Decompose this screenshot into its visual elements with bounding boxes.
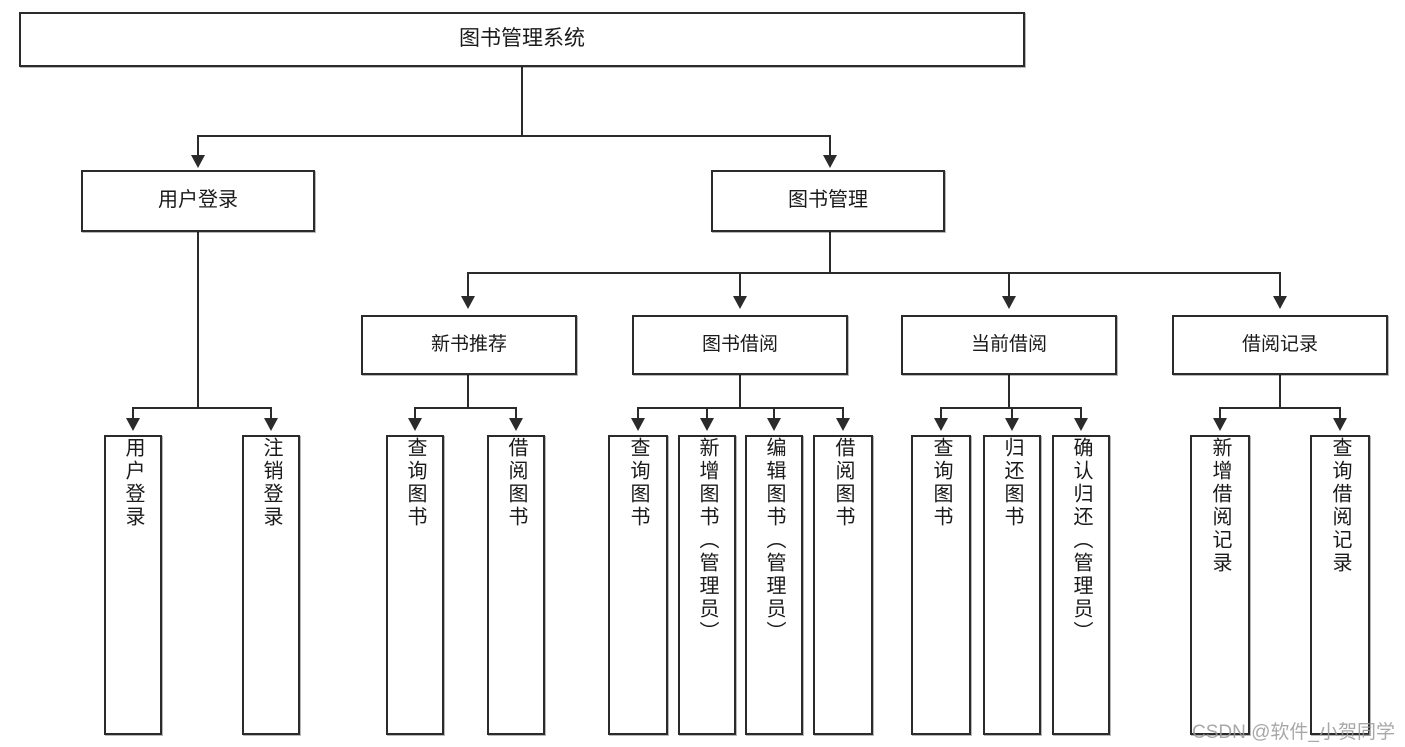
node-label: 查询图书 <box>930 437 952 529</box>
node-label: 图书管理系统 <box>459 27 585 51</box>
connector-newbook-child-2 <box>515 407 517 420</box>
node-label: 确认归还（管理员） <box>1070 437 1092 644</box>
connector-user-login-bus <box>132 407 272 409</box>
arrow-borrowrecord-child-1 <box>1213 418 1227 431</box>
node-label: 查询图书 <box>404 437 426 529</box>
node-label: 借阅记录 <box>1241 333 1318 355</box>
arrow-to-new-book-rec <box>461 296 475 309</box>
arrow-to-book-mgmt <box>823 155 837 168</box>
node-label: 查询借阅记录 <box>1329 437 1351 575</box>
connector-to-book-mgmt <box>829 135 831 157</box>
connector-to-current-borrow <box>1008 272 1010 298</box>
node-label: 归还图书 <box>1001 437 1023 529</box>
arrow-currentborrow-child-3 <box>1074 418 1088 431</box>
arrow-currentborrow-child-2 <box>1005 418 1019 431</box>
arrow-to-user-login <box>191 155 205 168</box>
node-label: 用户登录 <box>122 437 144 529</box>
connector-to-new-book-rec <box>467 272 469 298</box>
connector-bookborrow-stem <box>739 375 741 407</box>
connector-borrowrecord-child-2 <box>1339 407 1341 420</box>
node-label: 新增借阅记录 <box>1209 437 1231 575</box>
leaf-user-login[interactable]: 用户登录 <box>104 435 162 735</box>
node-current-borrow[interactable]: 当前借阅 <box>901 315 1117 375</box>
node-book-borrow[interactable]: 图书借阅 <box>632 315 848 375</box>
connector-to-borrow-record <box>1279 272 1281 298</box>
leaf-add-book-admin[interactable]: 新增图书（管理员） <box>678 435 736 735</box>
leaf-borrow-books[interactable]: 借阅图书 <box>813 435 873 735</box>
leaf-add-borrow-record[interactable]: 新增借阅记录 <box>1190 435 1250 735</box>
node-borrow-record[interactable]: 借阅记录 <box>1172 315 1388 375</box>
arrow-user-login-child-2 <box>264 418 278 431</box>
connector-borrowrecord-child-1 <box>1219 407 1221 420</box>
connector-book-mgmt-stem <box>829 232 831 272</box>
leaf-edit-book-admin[interactable]: 编辑图书（管理员） <box>745 435 803 735</box>
csdn-watermark: CSDN @软件_小贺同学 <box>1192 722 1395 743</box>
arrow-bookborrow-child-3 <box>767 418 781 431</box>
leaf-logout-login[interactable]: 注销登录 <box>242 435 300 735</box>
connector-root-bus <box>197 135 831 137</box>
arrow-to-borrow-record <box>1273 296 1287 309</box>
arrow-borrowrecord-child-2 <box>1333 418 1347 431</box>
node-book-management[interactable]: 图书管理 <box>711 170 945 232</box>
node-label: 图书借阅 <box>701 333 778 355</box>
connector-bookborrow-child-4 <box>842 407 844 420</box>
connector-currentborrow-child-1 <box>940 407 942 420</box>
node-label: 用户登录 <box>158 189 238 212</box>
connector-bookborrow-child-3 <box>773 407 775 420</box>
node-label: 借阅图书 <box>832 437 854 529</box>
connector-user-login-stem <box>197 232 199 407</box>
leaf-confirm-return-admin[interactable]: 确认归还（管理员） <box>1052 435 1110 735</box>
leaf-query-books-borrow[interactable]: 查询图书 <box>608 435 668 735</box>
node-label: 当前借阅 <box>970 333 1047 355</box>
connector-newbook-child-1 <box>414 407 416 420</box>
leaf-query-books-current[interactable]: 查询图书 <box>911 435 971 735</box>
node-label: 图书管理 <box>788 189 868 212</box>
node-label: 注销登录 <box>260 437 282 529</box>
node-label: 新书推荐 <box>430 333 507 355</box>
connector-borrowrecord-stem <box>1279 375 1281 407</box>
connector-user-login-child-1 <box>132 407 134 420</box>
connector-newbook-bus <box>414 407 516 409</box>
connector-to-user-login <box>197 135 199 157</box>
arrow-user-login-child-1 <box>126 418 140 431</box>
node-root-system[interactable]: 图书管理系统 <box>19 12 1025 67</box>
arrow-bookborrow-child-4 <box>836 418 850 431</box>
arrow-currentborrow-child-1 <box>934 418 948 431</box>
node-user-login[interactable]: 用户登录 <box>81 170 315 232</box>
arrow-newbook-child-2 <box>509 418 523 431</box>
arrow-bookborrow-child-2 <box>700 418 714 431</box>
connector-bookborrow-child-1 <box>637 407 639 420</box>
connector-currentborrow-stem <box>1008 375 1010 407</box>
connector-bookborrow-bus <box>637 407 844 409</box>
connector-to-book-borrow <box>739 272 741 298</box>
node-label: 新增图书（管理员） <box>696 437 718 644</box>
arrow-to-book-borrow <box>733 296 747 309</box>
leaf-query-borrow-record[interactable]: 查询借阅记录 <box>1310 435 1370 735</box>
leaf-return-books[interactable]: 归还图书 <box>983 435 1041 735</box>
arrow-newbook-child-1 <box>408 418 422 431</box>
leaf-query-books-newbook[interactable]: 查询图书 <box>386 435 444 735</box>
connector-book-mgmt-bus <box>467 272 1281 274</box>
connector-currentborrow-child-2 <box>1011 407 1013 420</box>
node-label: 编辑图书（管理员） <box>763 437 785 644</box>
node-label: 查询图书 <box>627 437 649 529</box>
node-label: 借阅图书 <box>505 437 527 529</box>
connector-borrowrecord-bus <box>1219 407 1341 409</box>
connector-user-login-child-2 <box>270 407 272 420</box>
connector-newbook-stem <box>467 375 469 407</box>
connector-bookborrow-child-2 <box>706 407 708 420</box>
node-new-book-recommendation[interactable]: 新书推荐 <box>361 315 577 375</box>
arrow-to-current-borrow <box>1002 296 1016 309</box>
connector-root-stem <box>521 67 523 135</box>
leaf-borrow-books-newbook[interactable]: 借阅图书 <box>487 435 545 735</box>
arrow-bookborrow-child-1 <box>631 418 645 431</box>
connector-currentborrow-child-3 <box>1080 407 1082 420</box>
